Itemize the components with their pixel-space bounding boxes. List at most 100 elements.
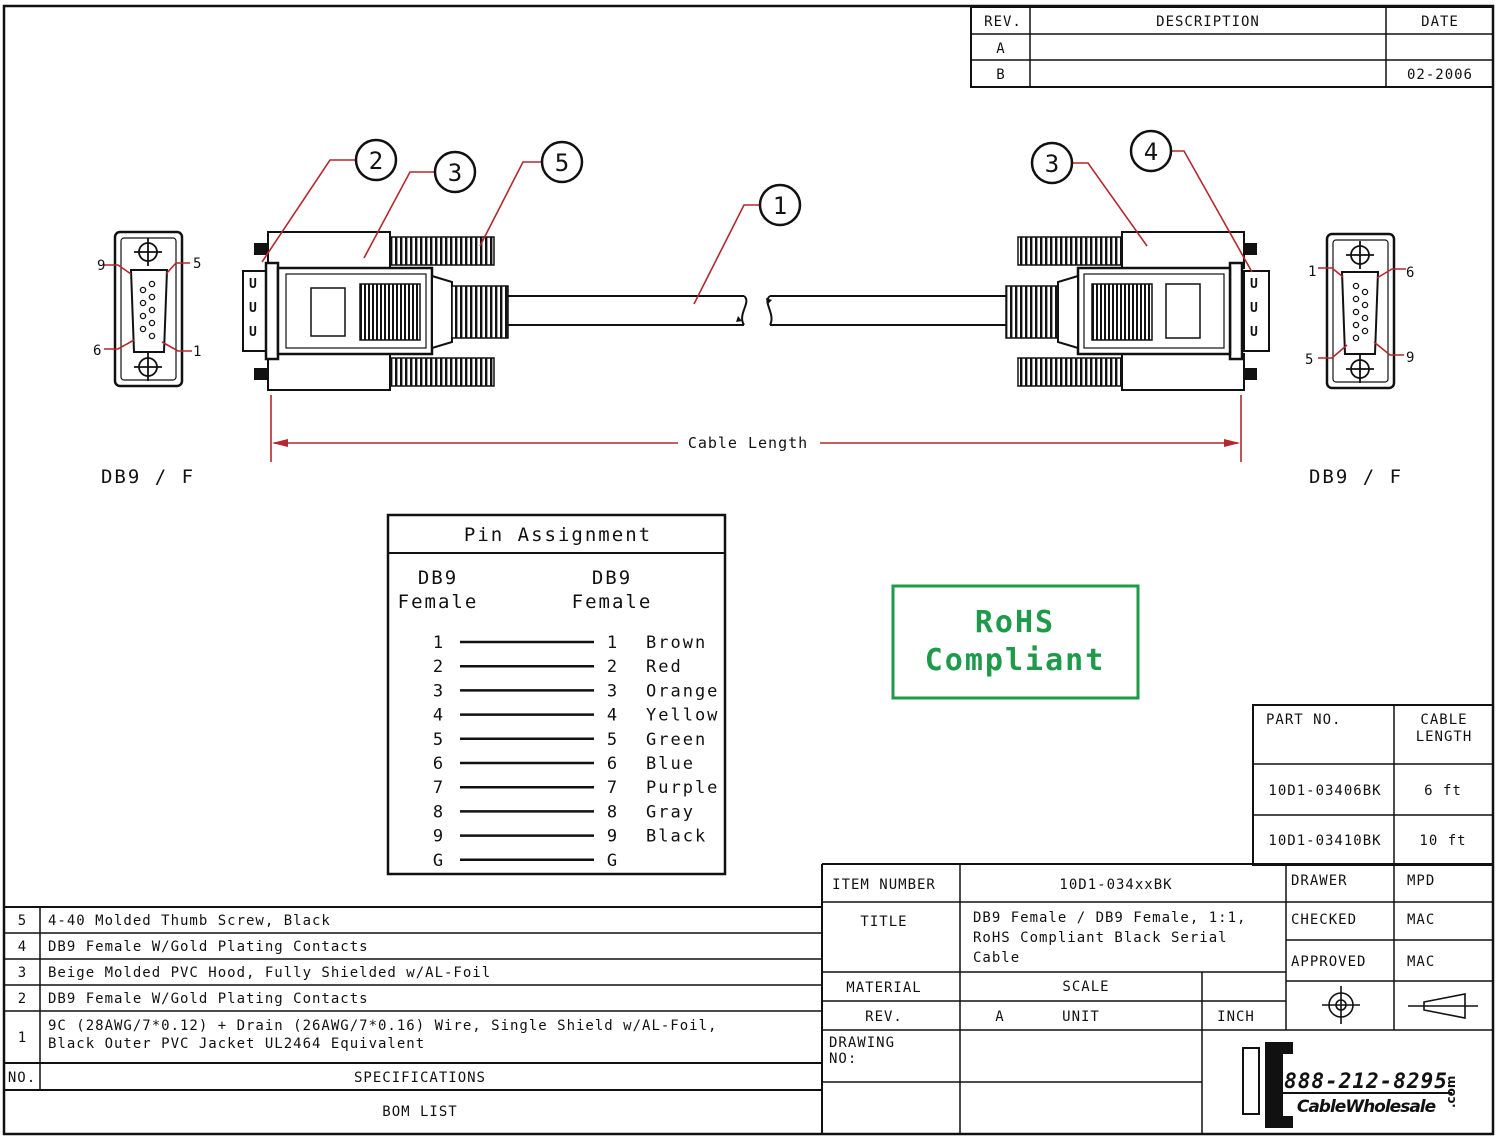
part-no-header: PART NO. [1266, 712, 1341, 728]
callout-1: 1 [758, 183, 802, 227]
drawer-label: DRAWER [1291, 873, 1348, 889]
bom-item-spec: Beige Molded PVC Hood, Fully Shielded w/… [48, 965, 491, 981]
svg-text:U: U [1250, 301, 1258, 316]
drawing-no-label-2: NO: [829, 1051, 857, 1067]
wire-color: Yellow [646, 706, 719, 726]
callout-2: 2 [354, 138, 398, 182]
revision-table [970, 6, 1494, 88]
pin-row: 6 6 Blue [433, 754, 695, 774]
item-number-label: ITEM NUMBER [832, 877, 936, 893]
bom-row: 2 DB9 Female W/Gold Plating Contacts [18, 991, 369, 1007]
approved-value: MAC [1407, 954, 1435, 970]
right-header-line1: DB9 [592, 567, 632, 589]
sheet-border [2, 4, 1495, 1136]
pin-left: 4 [433, 706, 443, 726]
description-header: DESCRIPTION [1156, 14, 1260, 30]
rev-row-b: B [996, 67, 1005, 83]
callout-4: 4 [1129, 129, 1173, 173]
item-number-value: 10D1-034xxBK [1059, 877, 1172, 893]
cable-length-label: Cable Length [688, 434, 808, 452]
bom-item-spec: DB9 Female W/Gold Plating Contacts [48, 991, 369, 1007]
title-line-3: Cable [973, 950, 1020, 966]
pin-right: G [607, 851, 617, 871]
svg-text:1: 1 [773, 192, 787, 220]
wire-color: Blue [646, 754, 695, 774]
pin-right: 3 [607, 681, 617, 701]
svg-text:U: U [1250, 277, 1258, 292]
bom-item-no: 5 [18, 913, 26, 929]
svg-text:4: 4 [1144, 138, 1158, 166]
bom-item-no: 2 [18, 991, 26, 1007]
pin-row: 2 2 Red [433, 657, 683, 677]
pin-right: 7 [607, 778, 617, 798]
cable-length-header-1: CABLE [1420, 712, 1467, 728]
bom-table [4, 864, 823, 1134]
title-label: TITLE [860, 914, 907, 930]
pin-left: 8 [433, 802, 443, 822]
projection-circle-icon [1322, 986, 1360, 1024]
unit-value: INCH [1217, 1009, 1255, 1025]
svg-text:5: 5 [555, 149, 569, 177]
left-hood: U U U [242, 231, 509, 391]
svg-text:U: U [249, 301, 257, 316]
logo-tld: .com [1444, 1076, 1458, 1108]
pin-left: 7 [433, 778, 443, 798]
left-header-line1: DB9 [418, 567, 458, 589]
left-pin-1: 1 [193, 344, 201, 360]
drawing-no-label-1: DRAWING [829, 1035, 895, 1051]
callout-leaders [261, 150, 1253, 305]
right-pin-1: 1 [1308, 264, 1316, 280]
checked-value: MAC [1407, 912, 1435, 928]
bom-item-spec: 4-40 Molded Thumb Screw, Black [48, 913, 331, 929]
svg-text:U: U [249, 325, 257, 340]
bom-list-label: BOM LIST [382, 1104, 457, 1120]
logo-brand: CableWholesale [1297, 1097, 1436, 1117]
svg-text:3: 3 [1045, 150, 1059, 178]
left-pin-6: 6 [93, 343, 101, 359]
bom-item-spec: 9C (28AWG/7*0.12) + Drain (26AWG/7*0.16)… [48, 1018, 717, 1034]
cablewholesale-logo: 888-212-8295 CableWholesale .com [1242, 1042, 1458, 1128]
pin-left: 2 [433, 657, 443, 677]
right-pin-6: 6 [1406, 265, 1414, 281]
scale-label: SCALE [1062, 979, 1109, 995]
left-connector-label: DB9 / F [101, 466, 195, 488]
bom-item-no: 1 [18, 1030, 26, 1046]
wire-color: Red [646, 657, 683, 677]
wire-color: Purple [646, 778, 719, 798]
rev-value: A [995, 1009, 1004, 1025]
pin-right: 6 [607, 754, 617, 774]
pin-left: 6 [433, 754, 443, 774]
part-row-1-length: 6 ft [1424, 783, 1462, 799]
left-header-line2: Female [398, 591, 479, 613]
wire-color: Gray [646, 802, 695, 822]
title-line-1: DB9 Female / DB9 Female, 1:1, [973, 910, 1246, 926]
material-label: MATERIAL [846, 980, 921, 996]
rev-header: REV. [984, 14, 1022, 30]
cable [508, 295, 1006, 326]
part-row-2: 10D1-03410BK [1268, 833, 1381, 849]
pin-right: 2 [607, 657, 617, 677]
pin-left: 5 [433, 730, 443, 750]
wire-color: Green [646, 730, 707, 750]
logo-phone: 888-212-8295 [1284, 1069, 1448, 1093]
pin-left: 3 [433, 681, 443, 701]
pin-right: 9 [607, 827, 617, 847]
callout-3-right: 3 [1030, 141, 1074, 185]
rohs-line1: RoHS [975, 605, 1055, 640]
drawer-value: MPD [1407, 873, 1435, 889]
right-connector-face [1318, 232, 1406, 390]
wire-color: Brown [646, 633, 707, 653]
pin-right: 1 [607, 633, 617, 653]
wire-color: Black [646, 827, 707, 847]
rohs-line2: Compliant [925, 643, 1106, 678]
left-pin-5: 5 [193, 256, 201, 272]
